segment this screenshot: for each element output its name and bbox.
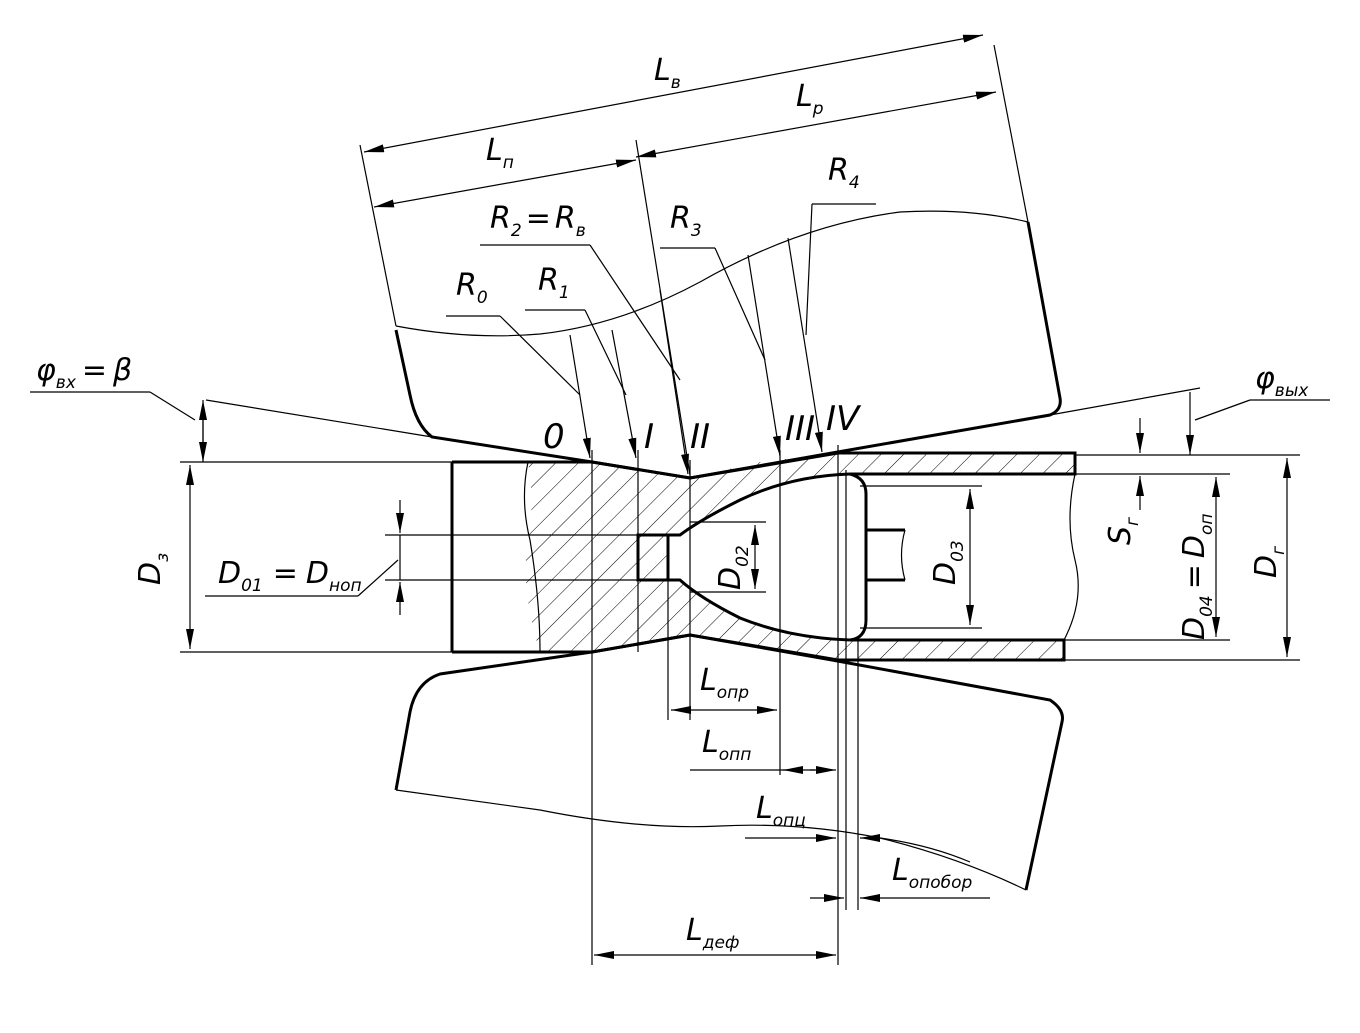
label-section-II: II xyxy=(690,417,710,457)
bottom-dimensions xyxy=(594,706,990,959)
upper-roll xyxy=(359,44,1062,480)
label-Lopr: Lопр xyxy=(700,663,749,703)
label-R0: R0 xyxy=(456,268,488,308)
label-Lr: Lр xyxy=(796,79,824,119)
label-phi-out: φвых xyxy=(1255,361,1309,401)
inner-dimensions xyxy=(690,485,982,629)
right-dimensions xyxy=(1064,418,1300,661)
label-section-IV: IV xyxy=(826,399,862,439)
label-section-0: 0 xyxy=(543,417,565,457)
section-lines xyxy=(591,445,859,965)
labels: Lв Lр Lп R4 R2=Rв R3 R0 R1 φвх=β φвых 0 … xyxy=(36,53,1309,953)
label-section-III: III xyxy=(785,409,815,449)
label-Lopc: Lопц xyxy=(756,791,806,831)
label-R1: R1 xyxy=(538,263,570,303)
label-Sg: Sг xyxy=(1103,517,1143,545)
label-D01: D01=Dноп xyxy=(218,556,362,596)
label-Lopp: Lопп xyxy=(702,725,751,765)
label-R4: R4 xyxy=(828,153,860,193)
top-dimensions xyxy=(363,34,997,476)
label-section-I: I xyxy=(644,417,654,457)
label-Dg: Dг xyxy=(1249,546,1289,578)
label-R2: R2=Rв xyxy=(490,201,586,241)
label-D02: D02 xyxy=(713,545,753,590)
left-dimensions xyxy=(180,461,638,653)
label-D3: Dз xyxy=(133,553,173,585)
label-Lopobor: Lопобор xyxy=(892,853,973,893)
label-Lv: Lв xyxy=(654,53,681,93)
label-Ln: Lп xyxy=(486,133,514,173)
angle-dims xyxy=(30,387,1330,462)
label-phi-in: φвх=β xyxy=(36,353,132,393)
label-Ldef: Lдеф xyxy=(686,913,739,953)
radius-leaders xyxy=(446,203,876,396)
billet xyxy=(450,451,1079,662)
label-D03: D03 xyxy=(928,540,968,585)
label-R3: R3 xyxy=(670,201,702,241)
label-D04: D04=Dоп xyxy=(1177,513,1217,640)
